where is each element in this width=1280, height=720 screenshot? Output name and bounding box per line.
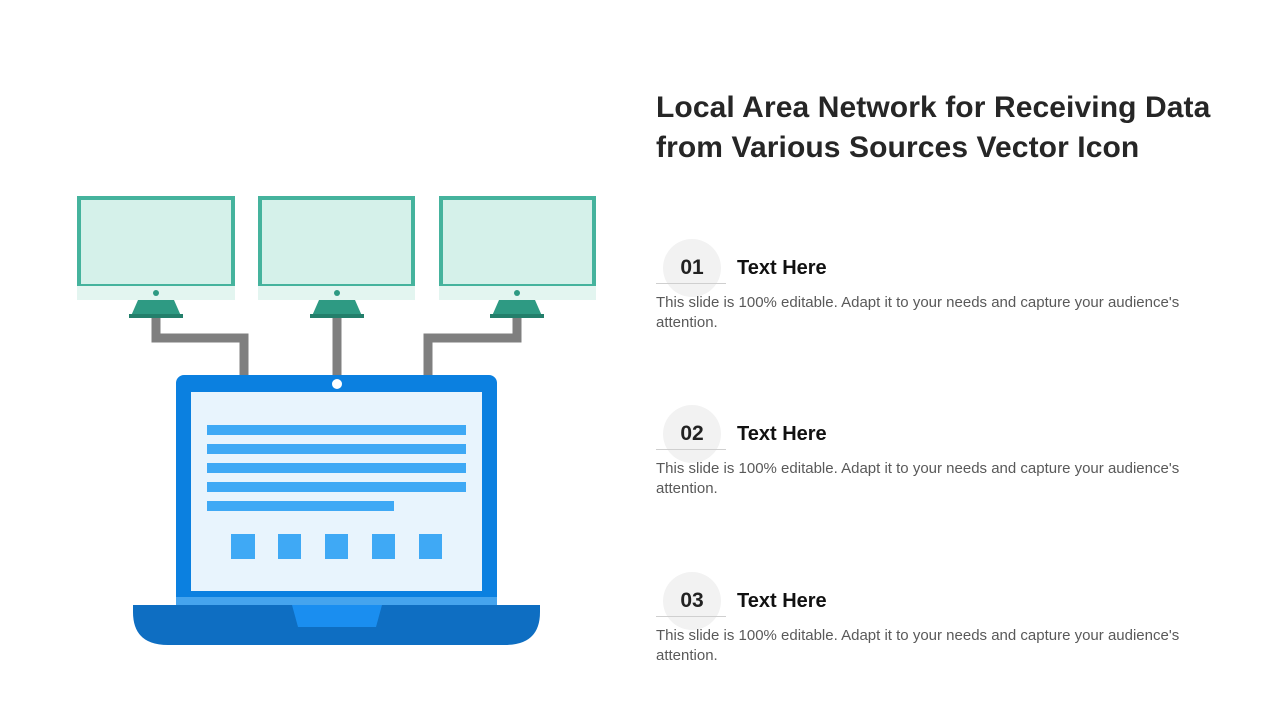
step-heading: Text Here [737, 257, 827, 279]
step-number-badge: 02 [663, 405, 721, 463]
step-item-2: 02 Text Here This slide is 100% editable… [656, 405, 1216, 497]
step-number-underline [656, 616, 726, 617]
step-item-3: 03 Text Here This slide is 100% editable… [656, 572, 1216, 664]
step-heading: Text Here [737, 590, 827, 612]
slide-title: Local Area Network for Receiving Data fr… [656, 91, 1211, 164]
step-number-underline [656, 283, 726, 284]
network-cables [151, 314, 522, 378]
laptop-icon [133, 375, 540, 645]
step-number-badge: 01 [663, 239, 721, 297]
cable-left [151, 314, 249, 378]
step-number-underline [656, 449, 726, 450]
monitor-icon-left [77, 196, 235, 318]
lan-network-illustration [77, 196, 596, 645]
cable-right [423, 314, 522, 378]
step-number-badge: 03 [663, 572, 721, 630]
step-description: This slide is 100% editable. Adapt it to… [656, 294, 1180, 331]
step-description: This slide is 100% editable. Adapt it to… [656, 627, 1180, 664]
step-heading: Text Here [737, 423, 827, 445]
step-description: This slide is 100% editable. Adapt it to… [656, 460, 1180, 497]
step-item-1: 01 Text Here This slide is 100% editable… [656, 239, 1216, 331]
monitor-icon-center [258, 196, 415, 318]
monitor-icon-right [439, 196, 596, 318]
